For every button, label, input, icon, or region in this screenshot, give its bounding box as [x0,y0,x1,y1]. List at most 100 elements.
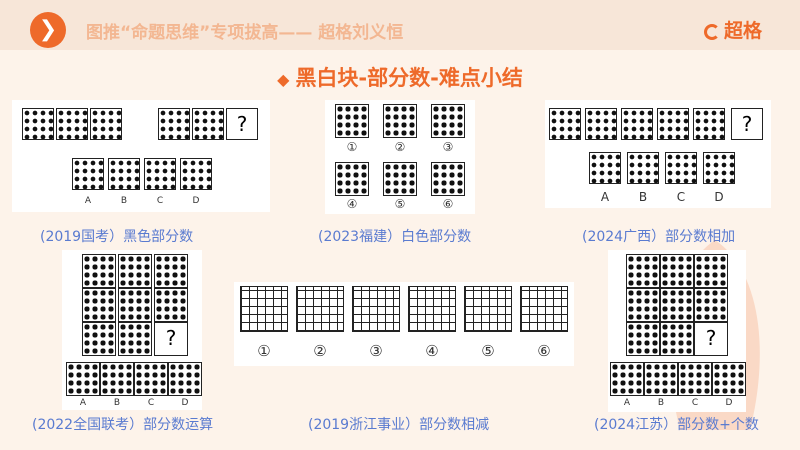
puzzle-figure [158,108,190,140]
figure-label: ⑤ [394,197,406,211]
brand-logo: 超格 [703,16,762,43]
question-box: ? [694,322,728,356]
puzzle-figure [118,254,152,288]
figure-label: ⑥ [537,342,551,360]
brand-g-icon [703,24,720,40]
puzzle-figure [660,288,694,322]
puzzle-figure [56,108,88,140]
chevron-right-icon[interactable]: ❯ [30,12,66,48]
option-figure[interactable] [703,152,735,184]
figure-label: ⑥ [442,197,454,211]
figure-label: ② [394,140,406,154]
puzzle-figure [621,108,653,140]
option-figure[interactable] [627,152,659,184]
puzzle-figure [118,288,152,322]
option-figure[interactable] [610,362,644,396]
puzzle-figure [464,286,512,332]
puzzle-figure [694,254,728,288]
option-label: A [79,398,87,408]
option-figure[interactable] [665,152,697,184]
caption-1: (2019国考）黑色部分数 [40,229,194,245]
figure-label: ④ [425,342,439,360]
option-figure[interactable] [644,362,678,396]
puzzle-figure [383,104,417,138]
option-label: D [181,398,189,408]
brand-name: 超格 [723,20,762,42]
option-figure[interactable] [712,362,746,396]
option-figure[interactable] [108,158,140,190]
option-figure[interactable] [72,158,104,190]
option-label: A [84,196,92,206]
option-label: B [657,398,665,408]
puzzle-figure [585,108,617,140]
puzzle-figure [154,254,188,288]
puzzle-figure [240,286,288,332]
option-label: C [691,398,699,408]
option-label: C [676,190,686,204]
option-label: B [120,196,128,206]
question-box: ? [226,108,258,140]
puzzle-figure [549,108,581,140]
puzzle-panel-2: ① ② ③ ④ ⑤ ⑥ [325,100,475,214]
header-title: 图推“命题思维”专项拔高—— 超格刘义恒 [86,23,404,43]
question-box: ? [731,108,763,140]
puzzle-figure [82,322,116,356]
figure-label: ② [313,342,327,360]
puzzle-figure [694,288,728,322]
question-box: ? [154,322,188,356]
puzzle-figure [431,104,465,138]
puzzle-figure [352,286,400,332]
option-figure[interactable] [100,362,134,396]
puzzle-figure [660,254,694,288]
caption-6: (2024江苏）部分数+个数 [594,417,759,433]
option-figure[interactable] [168,362,202,396]
option-label: A [623,398,631,408]
caption-5: (2019浙江事业）部分数相减 [308,417,490,433]
puzzle-figure [118,322,152,356]
diamond-bullet-icon: ◆ [277,70,290,89]
puzzle-panel-5: ① ② ③ ④ ⑤ ⑥ [234,282,574,366]
option-label: B [113,398,121,408]
option-figure[interactable] [134,362,168,396]
option-figure[interactable] [678,362,712,396]
puzzle-figure [657,108,689,140]
option-figure[interactable] [66,362,100,396]
puzzle-figure [296,286,344,332]
figure-label: ① [257,342,271,360]
puzzle-figure [192,108,224,140]
caption-2: (2023福建）白色部分数 [318,229,472,245]
puzzle-figure [335,104,369,138]
option-label: C [156,196,164,206]
option-figure[interactable] [144,158,176,190]
option-label: D [725,398,733,408]
puzzle-figure [154,288,188,322]
section-title: ◆ 黑白块-部分数-难点小结 [0,62,800,92]
puzzle-figure [431,162,465,196]
header-bar: ❯ 图推“命题思维”专项拔高—— 超格刘义恒 超格 [0,0,800,50]
puzzle-panel-3: ? A B C D [545,100,771,208]
puzzle-figure [82,288,116,322]
puzzle-figure [626,288,660,322]
puzzle-figure [22,108,54,140]
figure-label: ⑤ [481,342,495,360]
figure-label: ① [346,140,358,154]
section-title-text: 黑白块-部分数-难点小结 [295,66,523,90]
puzzle-panel-1: ? A B C D [12,100,270,212]
option-label: C [147,398,155,408]
option-label: A [600,190,610,204]
puzzle-figure [82,254,116,288]
puzzle-panel-4: ? A B C D [62,250,202,410]
puzzle-figure [520,286,568,332]
figure-label: ③ [442,140,454,154]
option-label: B [638,190,648,204]
option-figure[interactable] [589,152,621,184]
puzzle-figure [408,286,456,332]
puzzle-figure [335,162,369,196]
puzzle-panel-6: ? A B C D [608,250,746,412]
figure-label: ④ [346,197,358,211]
puzzle-figure [660,322,694,356]
option-figure[interactable] [180,158,212,190]
puzzle-figure [383,162,417,196]
puzzle-figure [626,254,660,288]
puzzle-figure [90,108,122,140]
